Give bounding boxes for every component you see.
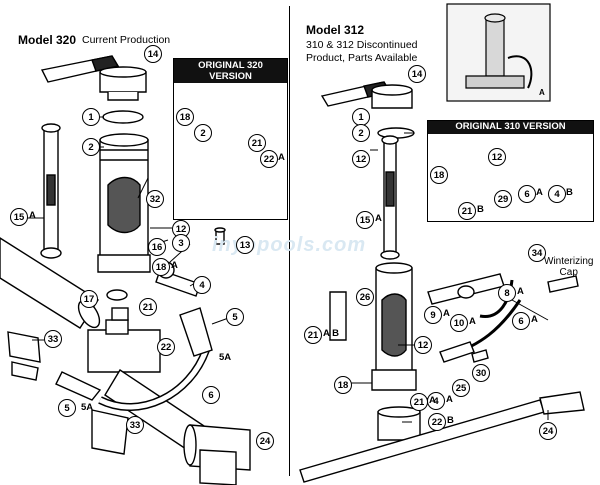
callout-26: 26 [356,288,374,306]
callout-6a-right-suffix: A [531,314,538,325]
callout-21-ab: 21 [304,326,322,344]
callout-33-left-bottom: 33 [126,416,144,434]
callout-5a-right-label: 5A [219,352,232,363]
callout-9a-suffix: A [443,308,450,319]
callout-5a-bottom-label: 5A [81,402,94,413]
callout-8a-suffix: A [517,286,524,297]
callout-5a-right-suffix: A [224,352,232,363]
callout-15-suffix: A [29,210,36,221]
model-312-subtitle-1: 310 & 312 Discontinued [306,39,418,51]
callout-22-inset-suffix: A [278,152,285,163]
callout-21a-suffix: A [429,395,436,406]
callout-30: 30 [472,364,490,382]
callout-15-right: 15 [356,211,374,229]
callout-32-left: 32 [146,190,164,208]
callout-18-right: 18 [334,376,352,394]
tee-part [87,329,161,373]
callout-34: 34 [528,244,546,262]
callout-17-left: 17 [80,290,98,308]
callout-18-inset-right: 18 [430,166,448,184]
callout-2-inset: 2 [194,124,212,142]
winterizing-line2: Cap [559,267,578,278]
callout-2-right: 2 [352,124,370,142]
callout-18-left: 18 [152,258,170,276]
callout-6-left: 6 [202,386,220,404]
callout-8: 8 [498,284,516,302]
callout-22-left: 22 [157,338,175,356]
callout-3-left: 3 [172,234,190,252]
winterizing-line1: Winterizing [544,256,594,267]
callout-4-inset: 4 [548,185,566,203]
model-320-subtitle: Current Production [82,34,171,46]
callout-21-inset: 21 [248,134,266,152]
callout-5-left: 5 [226,308,244,326]
callout-9: 9 [424,306,442,324]
inset-310-title: ORIGINAL 310 VERSION [455,121,566,132]
original-320-inset: ORIGINAL 320 VERSION [173,58,288,220]
callout-21ab-suffix: A B [323,328,340,339]
photo-label: A [539,88,545,97]
callout-14-left: 14 [144,45,162,63]
inset-title-line1: ORIGINAL 320 [198,60,263,71]
callout-29-inset: 29 [494,190,512,208]
callout-16-left: 16 [148,238,166,256]
section-divider [289,6,290,476]
callout-10: 10 [450,314,468,332]
callout-14-right: 14 [408,65,426,83]
callout-5-left-bottom: 5 [58,399,76,417]
callout-33-left-top: 33 [44,330,62,348]
original-310-inset: ORIGINAL 310 VERSION [427,120,594,222]
callout-2-left: 2 [82,138,100,156]
callout-18-suffix: A [171,260,178,271]
pipe-part [0,237,99,329]
callout-1-left: 1 [82,108,100,126]
callout-10a-suffix: A [469,316,476,327]
callout-12-right: 12 [414,336,432,354]
callout-15-left: 15 [10,208,28,226]
callout-25: 25 [452,379,470,397]
callout-12-left: 12 [172,220,190,238]
callout-21b-suffix: B [477,204,484,215]
callout-5a-suffix: A [86,402,94,413]
callout-21-inset-right: 21 [458,202,476,220]
callout-4a-suffix: A [446,394,453,405]
callout-15-right-suffix: A [375,213,382,224]
callout-4b-suffix: B [566,187,573,198]
callout-21-right: 21 [410,393,428,411]
callout-24-left: 24 [256,432,274,450]
inset-title-line2: VERSION [209,71,252,82]
callout-6-right: 6 [512,312,530,330]
model-312-title: Model 312 [306,23,365,37]
callout-4-left: 4 [193,276,211,294]
callout-22-right: 22 [428,413,446,431]
callout-22-inset: 22 [260,150,278,168]
callout-6-inset: 6 [518,185,536,203]
callout-13-left: 13 [236,236,254,254]
callout-12-right-top: 12 [352,150,370,168]
winterizing-note: Winterizing Cap [544,256,593,278]
callout-6a-suffix: A [536,187,543,198]
model-312-subtitle-2: Product, Parts Available [306,52,418,64]
callout-18-inset: 18 [176,108,194,126]
model-320-title: Model 320 [18,33,77,47]
callout-24-right: 24 [539,422,557,440]
callout-21-left: 21 [139,298,157,316]
callout-12-inset-right: 12 [488,148,506,166]
o-ring-part [102,110,144,124]
callout-22b-suffix: B [447,415,454,426]
